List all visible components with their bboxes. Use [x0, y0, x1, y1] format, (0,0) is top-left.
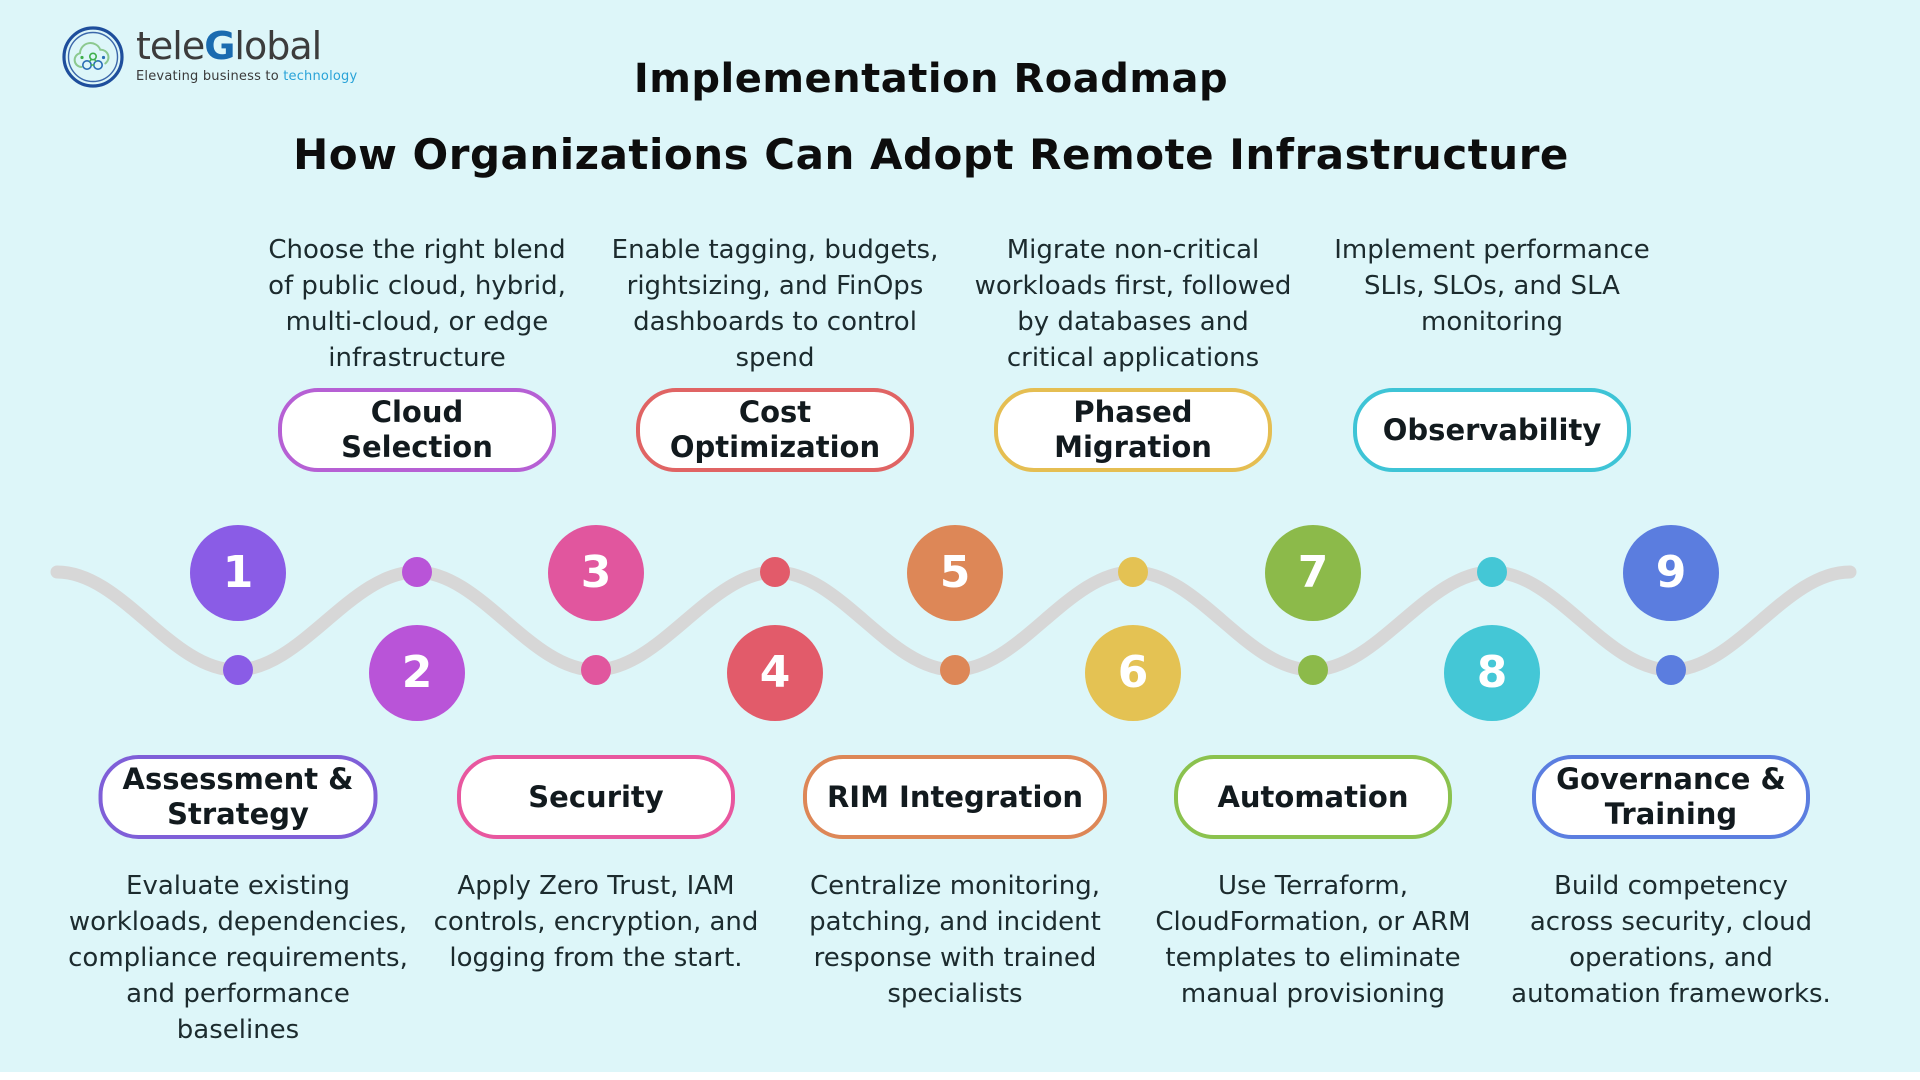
bottom-edge: [0, 1072, 1920, 1080]
step-description-8: Implement performance SLIs, SLOs, and SL…: [1334, 235, 1650, 337]
step-dot-6: [1118, 557, 1148, 587]
step-number: 9: [1655, 547, 1687, 598]
step-dot-8: [1477, 557, 1507, 587]
step-circle-7: 7: [1265, 525, 1361, 621]
step-pill-security: Security: [457, 755, 735, 839]
step-number: 5: [939, 547, 971, 598]
step-pill-observability: Observability: [1353, 388, 1631, 472]
brand-name: teleGlobal: [136, 24, 322, 68]
step-pill-label: Security: [528, 779, 664, 814]
step-description-5: Centralize monitoring, patching, and inc…: [809, 871, 1101, 1009]
step-circle-3: 3: [548, 525, 644, 621]
step-pill-label: Phased Migration: [1054, 395, 1212, 464]
teleglobal-logo-icon: [62, 26, 124, 88]
step-pill-label: Automation: [1217, 779, 1409, 814]
page-title: Implementation Roadmap: [633, 56, 1229, 102]
step-pill-label: Cloud Selection: [341, 395, 493, 464]
step-pill-label: RIM Integration: [826, 779, 1084, 814]
step-description-4: Enable tagging, budgets, rightsizing, an…: [611, 235, 939, 373]
step-circle-2: 2: [369, 625, 465, 721]
step-dot-9: [1656, 655, 1686, 685]
step-dot-5: [940, 655, 970, 685]
step-pill-label: Governance & Training: [1556, 762, 1786, 831]
step-description-1: Evaluate existing workloads, dependencie…: [68, 871, 408, 1045]
step-description-6: Migrate non-critical workloads first, fo…: [974, 235, 1292, 373]
step-pill-governance-training: Governance & Training: [1532, 755, 1810, 839]
step-number: 2: [401, 647, 433, 698]
step-pill-automation: Automation: [1174, 755, 1452, 839]
logo-text: teleGlobal Elevating business to technol…: [136, 24, 357, 85]
step-number: 7: [1297, 547, 1329, 598]
step-circle-9: 9: [1623, 525, 1719, 621]
step-dot-3: [581, 655, 611, 685]
step-circle-5: 5: [907, 525, 1003, 621]
step-pill-rim-integration: RIM Integration: [802, 755, 1108, 839]
step-number: 6: [1117, 647, 1149, 698]
step-dot-2: [402, 557, 432, 587]
step-description-2: Choose the right blend of public cloud, …: [268, 235, 566, 373]
step-description-9: Build competency across security, cloud …: [1511, 871, 1831, 1009]
step-number: 3: [580, 547, 612, 598]
step-dot-4: [760, 557, 790, 587]
step-circle-6: 6: [1085, 625, 1181, 721]
step-number: 4: [759, 647, 791, 698]
step-circle-1: 1: [190, 525, 286, 621]
step-circle-8: 8: [1444, 625, 1540, 721]
step-pill-label: Observability: [1382, 412, 1602, 447]
page-subtitle: How Organizations Can Adopt Remote Infra…: [293, 130, 1569, 179]
step-description-7: Use Terraform, CloudFormation, or ARM te…: [1155, 871, 1471, 1009]
step-number: 1: [222, 547, 254, 598]
step-pill-label: Cost Optimization: [669, 395, 881, 464]
teleglobal-logo: teleGlobal Elevating business to technol…: [60, 24, 357, 90]
step-dot-1: [223, 655, 253, 685]
step-dot-7: [1298, 655, 1328, 685]
step-pill-cost-optimization: Cost Optimization: [636, 388, 914, 472]
step-number: 8: [1476, 647, 1508, 698]
step-description-3: Apply Zero Trust, IAM controls, encrypti…: [433, 871, 759, 973]
step-pill-assessment-strategy: Assessment & Strategy: [98, 755, 378, 839]
brand-tagline: Elevating business to technology: [136, 69, 358, 84]
step-circle-4: 4: [727, 625, 823, 721]
step-pill-cloud-selection: Cloud Selection: [278, 388, 556, 472]
step-pill-label: Assessment & Strategy: [122, 762, 354, 831]
step-pill-phased-migration: Phased Migration: [994, 388, 1272, 472]
